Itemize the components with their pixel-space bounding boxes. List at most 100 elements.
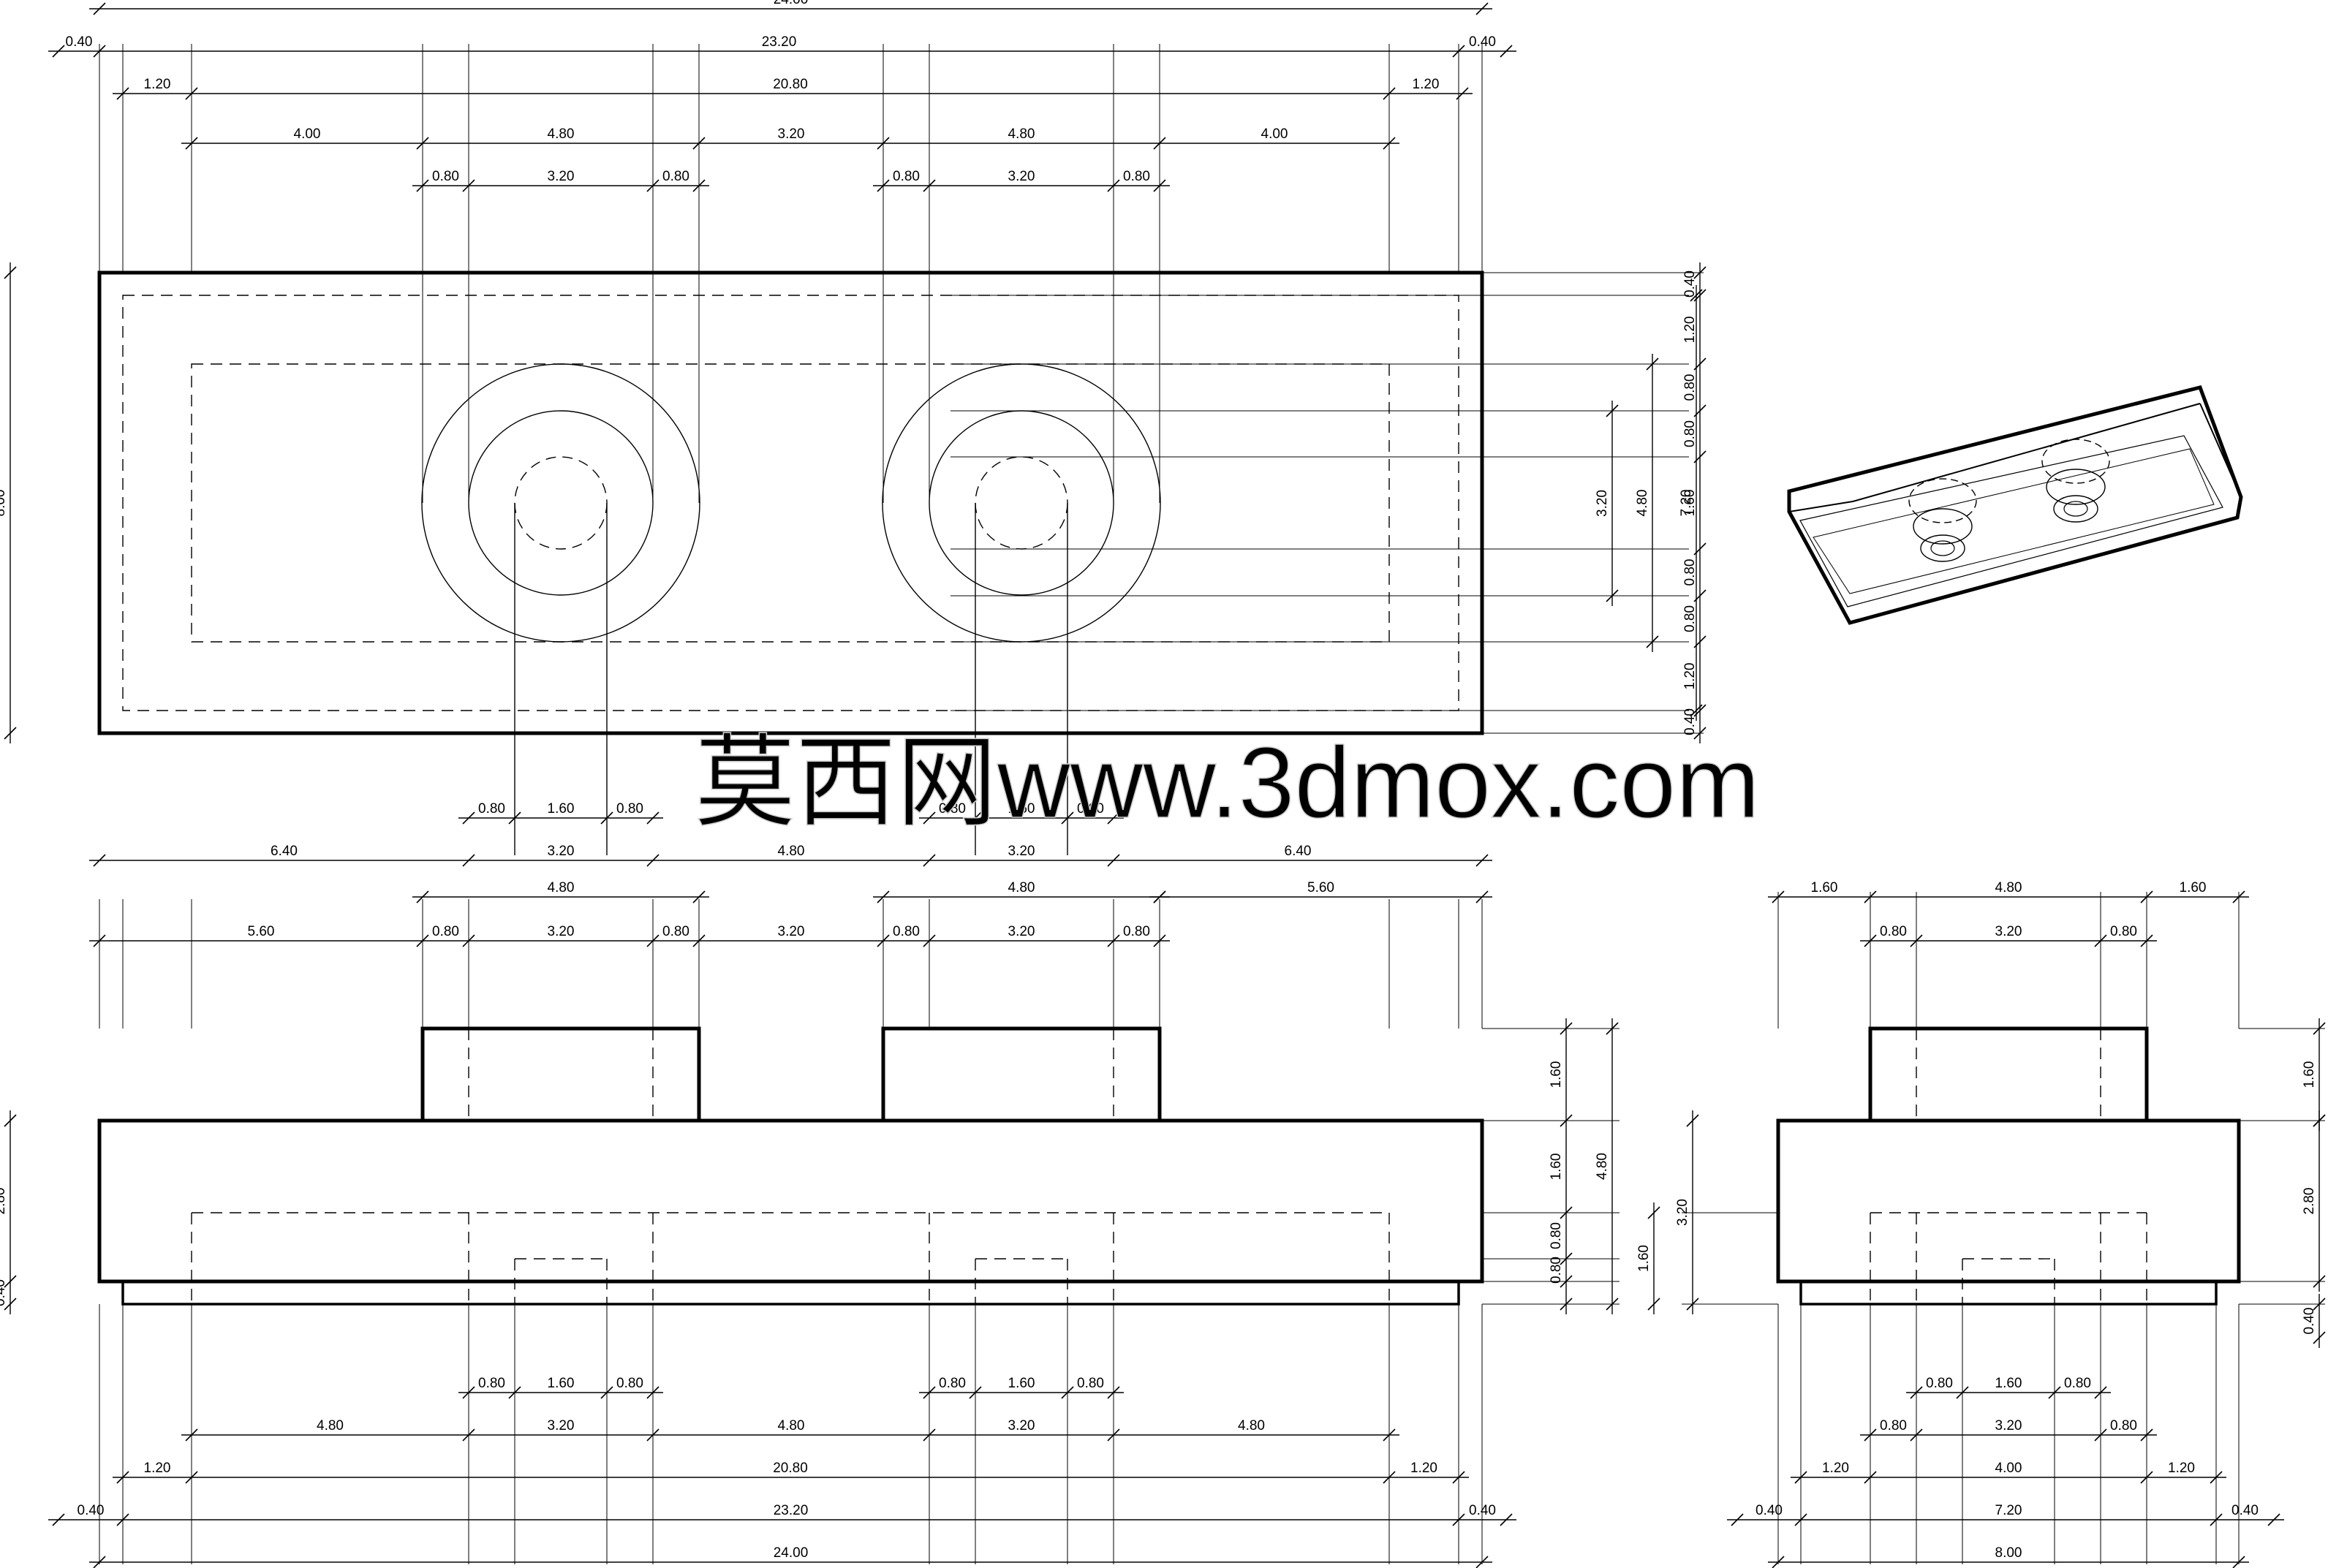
dimension-label: 20.80 [773,77,808,92]
dimension-label: 7.20 [1995,1503,2022,1518]
dimension-tick [2140,890,2153,904]
dimension-tick [646,1386,660,1399]
dimension-label: 1.20 [1413,77,1440,92]
dimension-label: 1.20 [1682,663,1698,690]
dimension-tick [1452,1513,1465,1526]
dimension-tick [2140,1428,2153,1442]
dimension-label: 3.20 [1995,1418,2022,1433]
dimension-label: 3.20 [548,844,575,859]
dimension-tick [1452,45,1465,58]
dimension-label: 3.20 [1008,924,1035,939]
dimension-tick [185,87,198,100]
dimension-tick [1560,1206,1573,1219]
isometric-stud-top [1908,478,1977,523]
top-view-outline [97,270,1484,735]
dimension-label: 0.40 [1756,1503,1783,1518]
dimension-tick [93,1556,106,1568]
dimension-tick [4,266,17,279]
isometric-edge [1788,403,2242,512]
stud-outer-circle [421,363,700,643]
dimension-tick [923,934,936,947]
dimension-tick [416,890,429,904]
dimension-tick [1475,890,1489,904]
dimension-label: 1.20 [144,77,171,92]
dimension-tick [1910,1428,1923,1442]
dimension-label: 0.80 [939,1376,966,1391]
dimension-tick [1686,1298,1699,1311]
dimension-label: 0.80 [1549,1257,1564,1284]
dimension-label: 1.60 [1549,1061,1564,1088]
isometric-stud-hole [1930,540,1955,556]
dimension-label: 8.00 [0,490,8,517]
dimension-label: 0.80 [1123,169,1150,184]
isometric-outline [1787,385,2243,625]
dimension-label: 0.80 [1926,1376,1953,1391]
dimension-tick [416,179,429,192]
dimension-tick [1956,1386,1969,1399]
dimension-label: 0.80 [893,169,920,184]
dimension-label: 23.20 [774,1503,809,1518]
dimension-label: 4.00 [294,126,321,142]
dimension-label: 0.40 [78,1503,105,1518]
dimension-tick [93,45,106,58]
dimension-label: 0.40 [2231,1503,2259,1518]
dimension-tick [1647,1206,1660,1219]
dimension-label: 0.80 [662,169,689,184]
dimension-label: 1.60 [1549,1154,1564,1181]
dimension-tick [1864,1471,1877,1484]
dimension-tick [2140,934,2153,947]
isometric-stud-hole [2063,501,2088,517]
dimension-tick [923,854,936,867]
dimension-tick [692,934,706,947]
dimension-label: 0.40 [66,34,93,50]
dimension-tick [1475,2,1489,15]
dimension-tick [462,854,475,867]
dimension-tick [4,1298,17,1311]
dimension-label: 3.20 [548,1418,575,1433]
dimension-label: 0.40 [1682,270,1698,298]
dimension-label: 0.80 [893,924,920,939]
front-view-stud-right [881,1026,1162,1123]
dimension-tick [1864,890,1877,904]
dimension-label: 2.80 [0,1188,8,1215]
side-view-base [1799,1280,2218,1306]
dimension-label: 6.40 [1285,844,1312,859]
dimension-label: 0.80 [2110,1418,2137,1433]
dimension-tick [2313,1022,2326,1035]
dimension-label: 1.20 [144,1461,171,1476]
dimension-label: 0.80 [432,169,459,184]
dimension-tick [1864,934,1877,947]
dimension-label: 4.80 [1995,880,2022,895]
dimension-tick [2094,1386,2107,1399]
dimension-label: 24.00 [774,0,809,7]
dimension-tick [1475,1556,1489,1568]
dimension-label: 4.80 [778,844,805,859]
dimension-tick [2313,1275,2326,1288]
dimension-tick [1646,357,1659,371]
dimension-label: 0.80 [616,1376,643,1391]
dimension-label: 4.80 [1595,1153,1610,1180]
dimension-tick [462,811,475,825]
dimension-tick [2094,1428,2107,1442]
dimension-tick [692,890,706,904]
front-view-base [121,1280,1460,1306]
dimension-tick [1606,1022,1619,1035]
dimension-tick [877,179,890,192]
dimension-label: 1.60 [1811,880,1838,895]
dimension-label: 0.80 [616,801,643,817]
dimension-label: 0.80 [1077,1376,1104,1391]
isometric-recess [1813,448,2215,594]
dimension-label: 0.80 [1682,559,1698,586]
dimension-tick [646,854,660,867]
dimension-tick [1606,404,1619,417]
dimension-label: 1.20 [1682,317,1698,344]
dimension-tick [1475,854,1489,867]
isometric-stud-base [2053,495,2098,523]
dimension-tick [1383,137,1396,150]
dimension-tick [1794,1513,1807,1526]
dimension-tick [185,1471,198,1484]
dimension-label: 3.20 [1995,924,2022,939]
dimension-label: 0.80 [478,1376,505,1391]
dimension-label: 1.20 [2168,1461,2195,1476]
dimension-label: 0.80 [1880,924,1907,939]
